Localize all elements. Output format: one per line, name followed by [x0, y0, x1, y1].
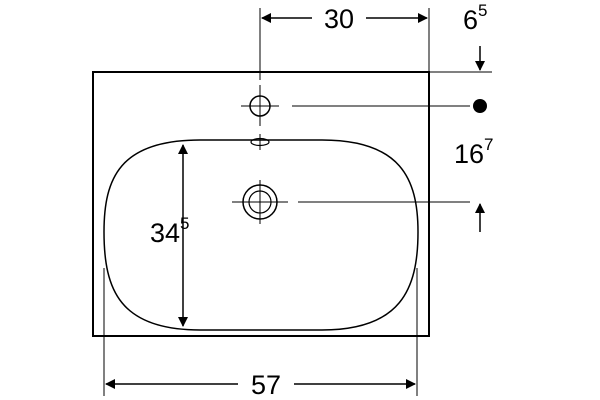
bowl-outline	[103, 139, 419, 331]
top-offset-label: 65	[463, 1, 488, 35]
bowl-depth-label: 345	[150, 214, 190, 248]
hole-spacing-label: 167	[454, 135, 494, 169]
tap-hole-reference-dot	[473, 99, 487, 113]
top-width-label: 30	[324, 4, 354, 34]
overall-width-label: 57	[251, 370, 281, 400]
basin-outline	[92, 71, 430, 337]
